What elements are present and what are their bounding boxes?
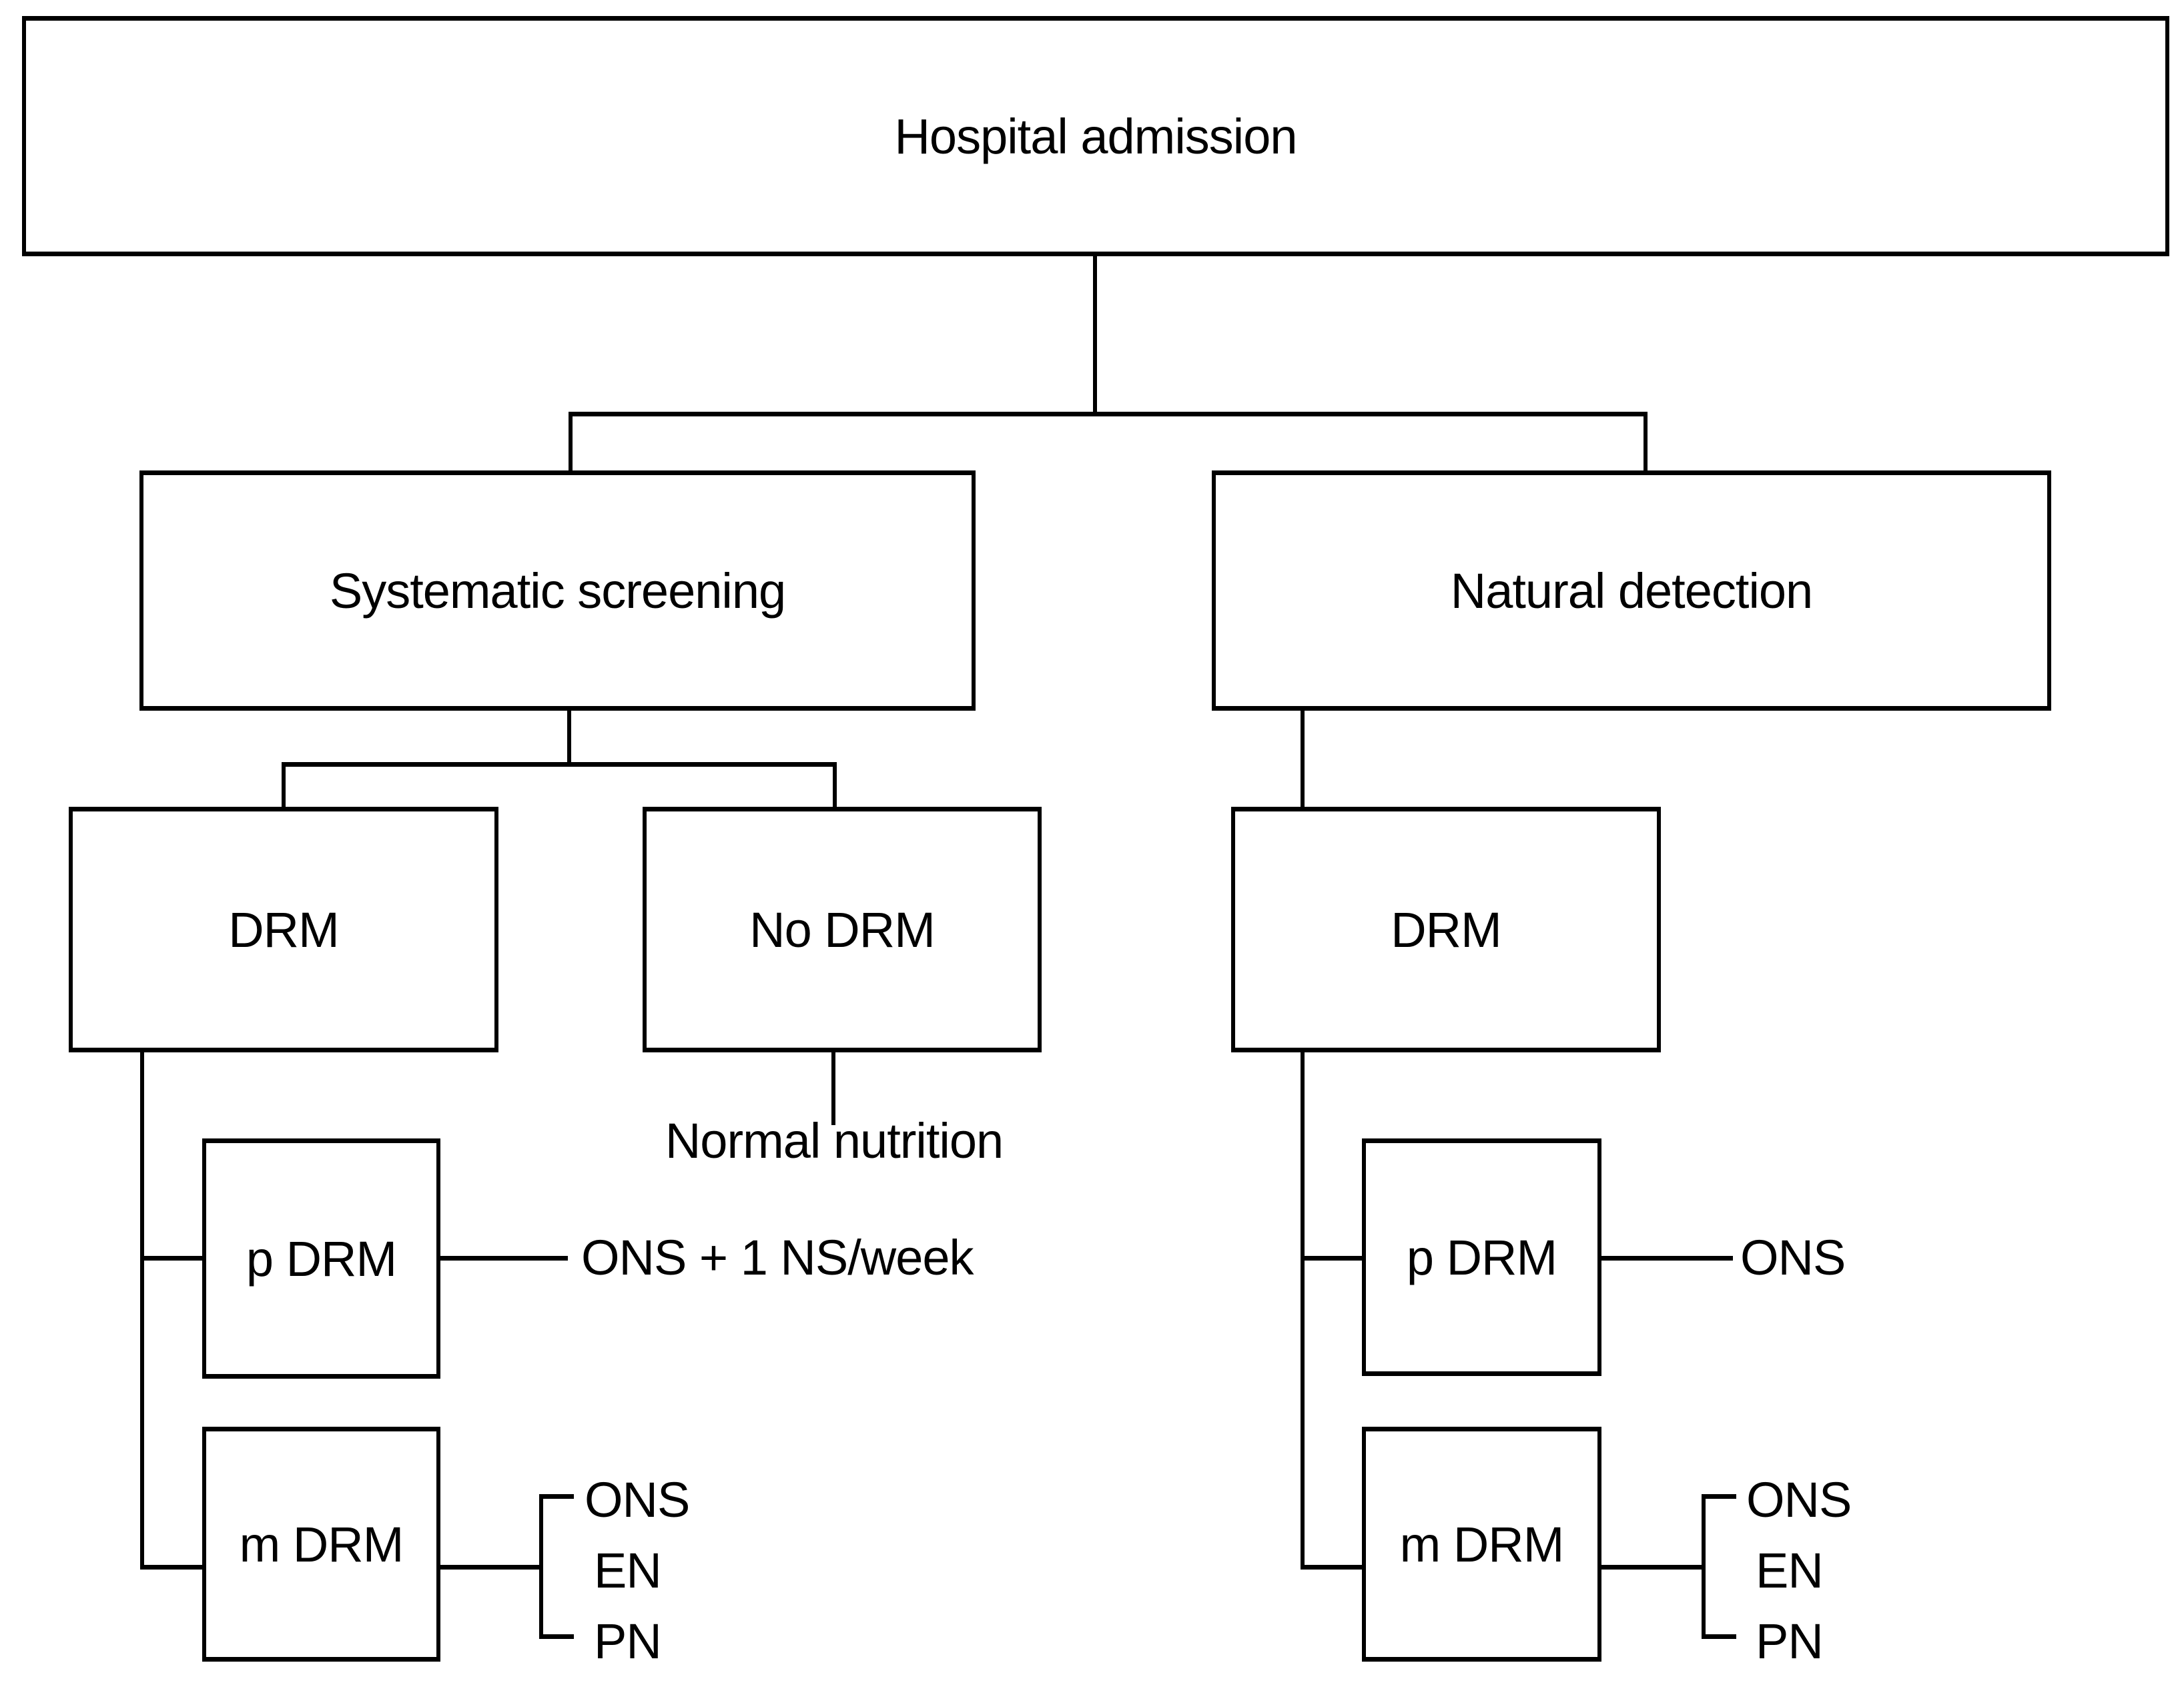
connector-drm-screening-trunk [140,1052,144,1570]
node-hospital-admission-label: Hospital admission [894,108,1297,164]
connector-stub-m-drm-screening [140,1565,202,1570]
bracket-m-drm-screening-bottom-tick [539,1634,574,1639]
connector-level2-horizontal [569,412,1648,416]
label-ons-plus-1-ns-week: ONS + 1 NS/week [581,1230,974,1285]
node-no-drm-label: No DRM [749,902,936,958]
label-screening-pn: PN [594,1614,662,1669]
node-drm-detection: DRM [1231,807,1661,1052]
node-drm-detection-label: DRM [1391,902,1502,958]
node-no-drm: No DRM [643,807,1042,1052]
connector-drm-detection-trunk [1301,1052,1305,1570]
bracket-m-drm-screening-top-tick [539,1494,574,1499]
label-detection-ons-outcome: ONS [1740,1230,1846,1285]
connector-p-drm-screening-outcome [440,1256,568,1261]
connector-detection-down [1301,711,1305,807]
node-p-drm-screening-label: p DRM [246,1231,397,1287]
connector-drop-drm-screening [282,762,286,807]
connector-drop-natural-detection [1644,412,1648,471]
connector-stub-p-drm-detection [1301,1256,1362,1261]
node-p-drm-detection-label: p DRM [1406,1229,1557,1285]
node-systematic-screening-label: Systematic screening [329,563,786,619]
connector-no-drm-down [831,1052,835,1125]
node-m-drm-screening: m DRM [202,1427,440,1662]
node-drm-screening-label: DRM [228,902,340,958]
connector-root-down [1093,256,1097,416]
node-p-drm-detection: p DRM [1362,1138,1601,1376]
label-detection-en: EN [1756,1543,1824,1598]
label-screening-en: EN [594,1543,662,1598]
bracket-m-drm-detection-top-tick [1702,1494,1736,1499]
label-detection-ons: ONS [1746,1472,1852,1527]
connector-level3-horizontal [282,762,837,767]
connector-stub-m-drm-detection [1301,1565,1362,1570]
connector-drop-no-drm [833,762,837,807]
node-m-drm-screening-label: m DRM [239,1516,404,1572]
label-normal-nutrition: Normal nutrition [665,1113,1004,1168]
connector-m-drm-detection-outcome [1601,1565,1706,1570]
label-detection-pn: PN [1756,1614,1824,1669]
node-m-drm-detection: m DRM [1362,1427,1601,1662]
node-natural-detection-label: Natural detection [1450,563,1813,619]
label-screening-ons: ONS [585,1472,690,1527]
node-p-drm-screening: p DRM [202,1138,440,1379]
node-drm-screening: DRM [69,807,498,1052]
node-m-drm-detection-label: m DRM [1399,1516,1565,1572]
node-systematic-screening: Systematic screening [139,470,976,711]
node-natural-detection: Natural detection [1212,470,2051,711]
connector-m-drm-screening-outcome [440,1565,543,1570]
bracket-m-drm-detection-bottom-tick [1702,1634,1736,1639]
connector-screening-down [567,711,571,767]
bracket-m-drm-screening [539,1494,543,1639]
bracket-m-drm-detection [1702,1494,1706,1639]
connector-stub-p-drm-screening [140,1256,202,1261]
node-hospital-admission: Hospital admission [22,16,2169,256]
connector-drop-systematic-screening [569,412,573,471]
connector-p-drm-detection-outcome [1601,1256,1733,1261]
